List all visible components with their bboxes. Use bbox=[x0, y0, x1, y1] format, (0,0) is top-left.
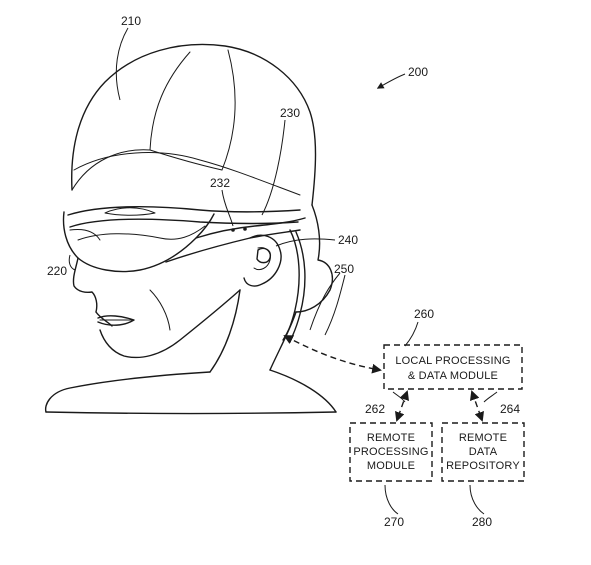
ref-280: 280 bbox=[472, 515, 492, 529]
local-processing-box bbox=[383, 344, 523, 390]
ref-220: 220 bbox=[47, 264, 67, 278]
head-illustration bbox=[44, 43, 337, 415]
ref-240: 240 bbox=[338, 233, 358, 247]
local-box-line1: LOCAL PROCESSING bbox=[395, 355, 510, 367]
ref-250: 250 bbox=[334, 262, 354, 276]
remote-data-box bbox=[441, 422, 525, 482]
leader-lines bbox=[68, 27, 498, 515]
remote-data-line2: DATA bbox=[469, 446, 498, 458]
system-arrow bbox=[376, 73, 406, 89]
ref-262: 262 bbox=[365, 402, 385, 416]
ref-260: 260 bbox=[414, 307, 434, 321]
ref-210: 210 bbox=[121, 14, 141, 28]
ref-230: 230 bbox=[280, 106, 300, 120]
remote-data-line1: REMOTE bbox=[459, 432, 507, 444]
local-box-line2: & DATA MODULE bbox=[408, 370, 498, 382]
remote-processing-line1: REMOTE bbox=[367, 432, 415, 444]
remote-processing-line2: PROCESSING bbox=[353, 446, 428, 458]
remote-data-line3: REPOSITORY bbox=[446, 460, 520, 472]
remote-processing-box bbox=[349, 422, 433, 482]
link-local-remote-data bbox=[470, 390, 484, 422]
remote-processing-line3: MODULE bbox=[367, 460, 415, 472]
ref-200: 200 bbox=[408, 65, 428, 79]
ref-270: 270 bbox=[384, 515, 404, 529]
link-to-local-module bbox=[283, 335, 382, 374]
block-diagram bbox=[283, 335, 525, 482]
ref-232: 232 bbox=[210, 176, 230, 190]
ref-264: 264 bbox=[500, 402, 520, 416]
link-local-remote-processing bbox=[395, 390, 409, 422]
